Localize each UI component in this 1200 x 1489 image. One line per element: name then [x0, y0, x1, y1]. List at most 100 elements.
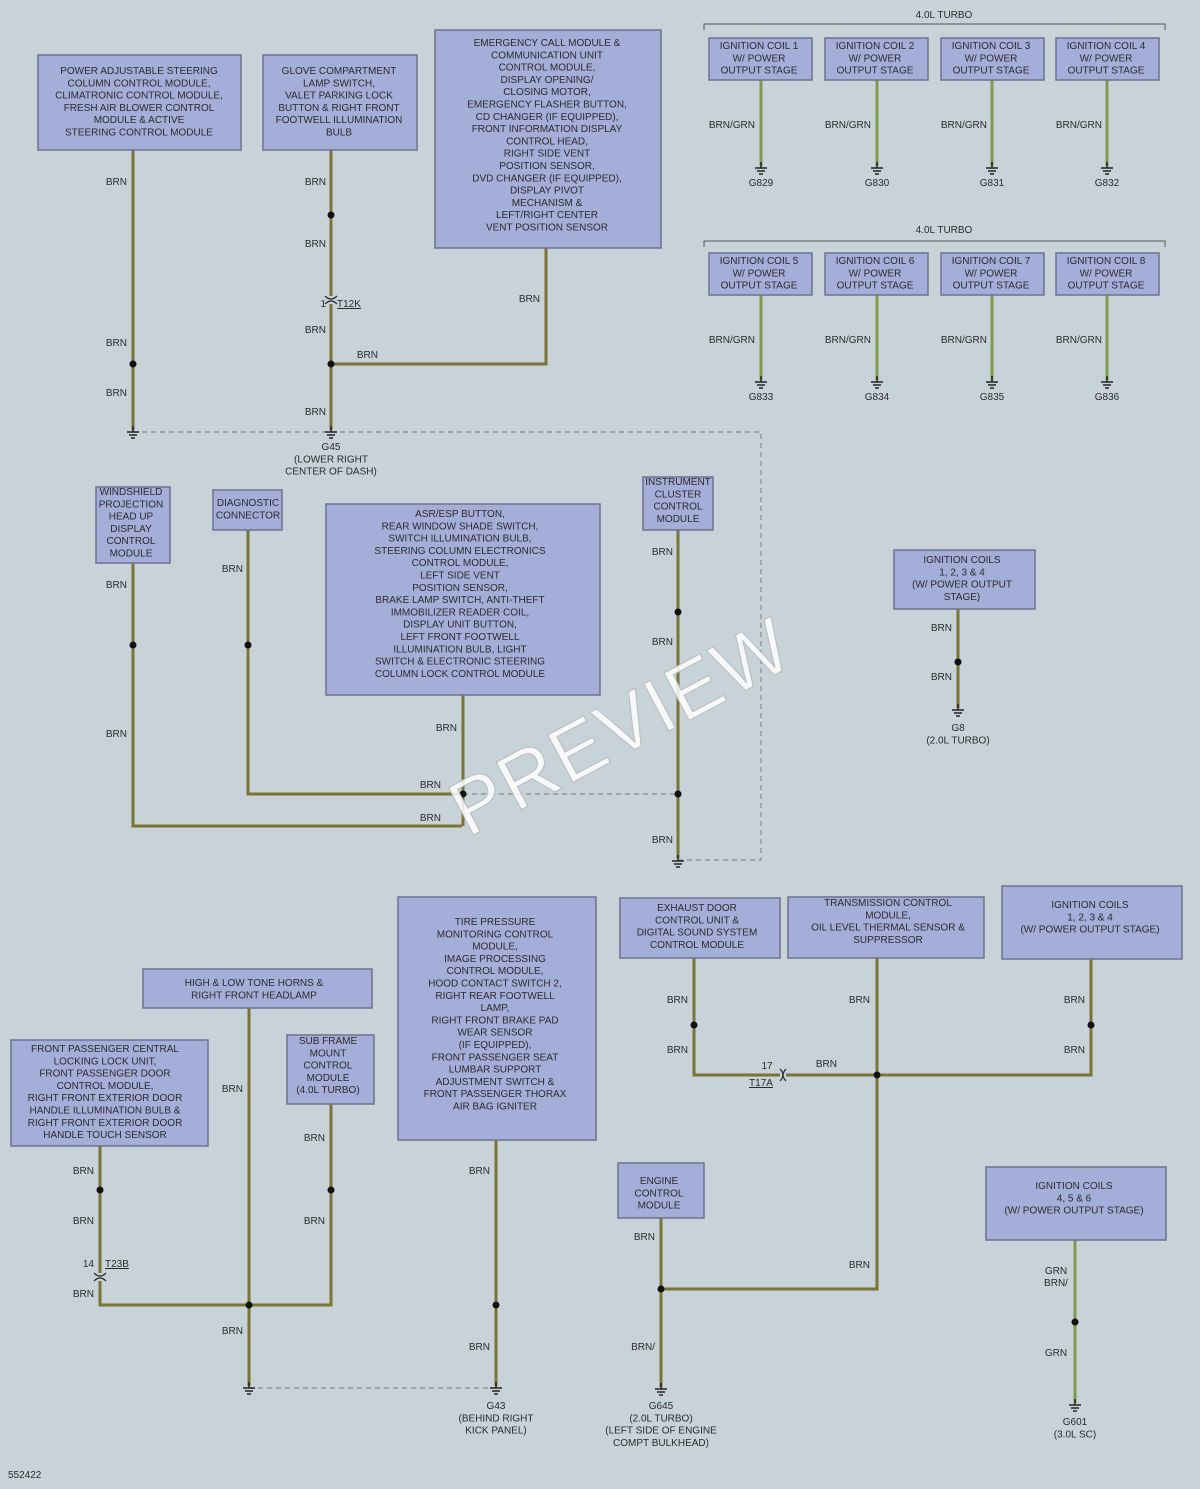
wire-label: BRN/GRN: [941, 120, 987, 131]
splice-dots: [96, 211, 1095, 1326]
label-line: W/ POWER: [1080, 53, 1133, 64]
label-line: TIRE PRESSURE: [455, 917, 536, 928]
wires: [98, 80, 1109, 1403]
label-line: HANDLE ILLUMINATION BULB &: [30, 1106, 181, 1117]
label-line: CD CHANGER (IF EQUIPPED),: [476, 112, 619, 123]
label-line: (LOWER RIGHT: [294, 454, 368, 465]
label-line: COLUMN CONTROL MODULE,: [68, 78, 211, 89]
wire-label: BRN: [931, 623, 952, 634]
label-line: ASR/ESP BUTTON,: [415, 509, 505, 520]
label-line: IGNITION COIL 1: [720, 41, 799, 52]
label-line: CONTROL MODULE,: [57, 1081, 154, 1092]
label-line: BUTTON & RIGHT FRONT: [278, 103, 399, 114]
label-line: BRAKE LAMP SWITCH, ANTI-THEFT: [375, 595, 544, 606]
splice-dot: [129, 360, 137, 368]
label-line: LEFT FRONT FOOTWELL: [400, 632, 520, 643]
connector-name: T12K: [337, 299, 361, 310]
connector-labels: 1 T12K 17 T17A 14 T23B: [83, 299, 773, 1270]
wire-label: BRN: [1064, 995, 1085, 1006]
label-line: CONTROL MODULE,: [447, 966, 544, 977]
label-line: IGNITION COIL 4: [1067, 41, 1146, 52]
ground-symbol: [654, 1383, 668, 1396]
label-line: TRANSMISSION CONTROL: [824, 898, 952, 909]
splice-dot: [674, 790, 682, 798]
label-line: SWITCH & ELECTRONIC STEERING: [375, 657, 545, 668]
label-line: LEFT/RIGHT CENTER: [496, 210, 598, 221]
wire-label: BRN: [652, 835, 673, 846]
wire-label: BRN: [305, 177, 326, 188]
label-line: HOOD CONTACT SWITCH 2,: [428, 979, 562, 990]
group-brackets: 4.0L TURBO 4.0L TURBO: [703, 10, 1166, 247]
label-line: FRONT PASSENGER SEAT: [432, 1052, 559, 1063]
wire-label: BRN: [73, 1216, 94, 1227]
label-line: IGNITION COIL 6: [836, 256, 915, 267]
wire-label: BRN: [73, 1289, 94, 1300]
wire-label: BRN/: [1044, 1278, 1068, 1289]
label-line: W/ POWER: [733, 268, 786, 279]
label-line: FRONT PASSENGER DOOR: [39, 1069, 170, 1080]
wire-label: BRN: [305, 407, 326, 418]
label-line: MOUNT: [310, 1048, 347, 1059]
wire-label: BRN: [106, 177, 127, 188]
label-line: MONITORING CONTROL: [437, 929, 554, 940]
wire-label: BRN: [816, 1059, 837, 1070]
splice-dot: [245, 1301, 253, 1309]
wire-label: BRN: [222, 1084, 243, 1095]
label-line: G829: [749, 178, 774, 189]
label-line: POWER ADJUSTABLE STEERING: [60, 66, 218, 77]
label-line: IGNITION COIL 3: [952, 41, 1031, 52]
wire-label: BRN: [106, 729, 127, 740]
wire-label: GRN: [1045, 1348, 1067, 1359]
wire-label: BRN: [1064, 1045, 1085, 1056]
ground-label: G834: [865, 392, 890, 403]
splice-dot: [244, 641, 252, 649]
wire-label: BRN: [304, 1133, 325, 1144]
connector-pin: 1: [320, 299, 326, 310]
label-line: (BEHIND RIGHT: [459, 1413, 534, 1424]
label-line: 1, 2, 3 & 4: [1067, 912, 1113, 923]
label-line: RIGHT FRONT BRAKE PAD: [431, 1015, 558, 1026]
label-line: (W/ POWER OUTPUT: [912, 580, 1012, 591]
splice-dot: [327, 1186, 335, 1194]
label-line: VENT POSITION SENSOR: [486, 223, 608, 234]
ground-symbol: [870, 376, 884, 389]
label-line: ENGINE: [640, 1176, 679, 1187]
label-line: VALET PARKING LOCK: [285, 91, 393, 102]
label-line: DVD CHANGER (IF EQUIPPED),: [472, 173, 621, 184]
label-line: FRONT INFORMATION DISPLAY: [472, 124, 623, 135]
label-line: G832: [1095, 178, 1120, 189]
ground-label: G601(3.0L SC): [1054, 1417, 1096, 1440]
label-line: LAMP SWITCH,: [303, 78, 375, 89]
component-label: HIGH & LOW TONE HORNS &RIGHT FRONT HEADL…: [185, 978, 324, 1001]
ground-symbol: [242, 1382, 256, 1395]
label-line: CONTROL: [304, 1061, 353, 1072]
wire-label: BRN: [667, 1045, 688, 1056]
splice-dot: [327, 360, 335, 368]
wire-label: BRN: [106, 338, 127, 349]
label-line: OUTPUT STAGE: [837, 281, 914, 292]
label-line: CONTROL: [654, 502, 703, 513]
label-line: POSITION SENSOR,: [412, 583, 508, 594]
wire-label: BRN/: [631, 1342, 655, 1353]
label-line: CONTROL MODULE: [650, 940, 744, 951]
label-line: IGNITION COILS: [1035, 1181, 1113, 1192]
label-line: HIGH & LOW TONE HORNS &: [185, 978, 324, 989]
label-line: WEAR SENSOR: [457, 1028, 532, 1039]
wire-label: BRN: [106, 388, 127, 399]
label-line: (2.0L TURBO): [926, 735, 989, 746]
splice-dot: [459, 790, 467, 798]
label-line: (LEFT SIDE OF ENGINE: [605, 1426, 717, 1437]
